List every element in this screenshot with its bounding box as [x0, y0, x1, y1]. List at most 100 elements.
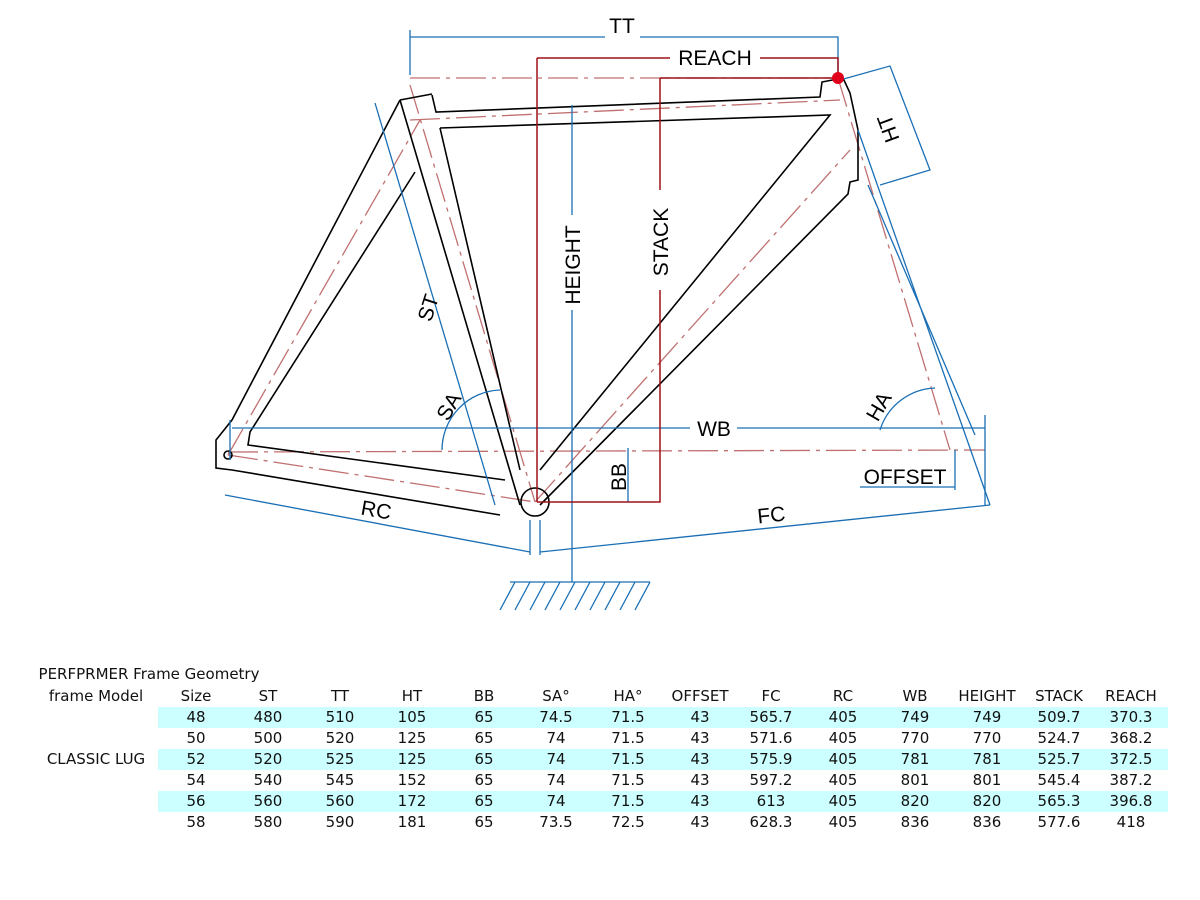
table-cell: 73.5 — [539, 813, 573, 831]
top-tube-centerline — [409, 99, 841, 121]
table-cell: 65 — [474, 792, 494, 810]
table-cell: 65 — [474, 771, 494, 789]
table-cell: 597.2 — [749, 771, 793, 789]
table-cell: 509.7 — [1037, 708, 1081, 726]
column-header: BB — [473, 687, 495, 705]
table-cell: 801 — [972, 771, 1002, 789]
column-header: TT — [330, 687, 350, 705]
table-cell: 56 — [186, 792, 206, 810]
table-cell: 48 — [186, 708, 206, 726]
table-cell: 74.5 — [539, 708, 573, 726]
wb-label: WB — [697, 418, 731, 441]
table-cell: 43 — [690, 708, 710, 726]
table-cell: 560 — [253, 792, 283, 810]
table-cell: 525.7 — [1037, 750, 1081, 768]
table-title: PERFPRMER Frame Geometry — [38, 665, 260, 683]
column-header: HA° — [613, 687, 643, 705]
model-name: CLASSIC LUG — [46, 750, 146, 768]
ht-label: HT — [873, 111, 904, 145]
table-cell: 781 — [900, 750, 930, 768]
table-cell: 749 — [972, 708, 1002, 726]
ha-arc — [879, 387, 936, 431]
fork-line — [857, 129, 991, 506]
stack-reach-lines — [536, 57, 839, 503]
table-cell: 801 — [900, 771, 930, 789]
table-cell: 770 — [900, 729, 930, 747]
table-cell: 749 — [900, 708, 930, 726]
table-cell: 405 — [828, 792, 858, 810]
table-cell: 105 — [397, 708, 427, 726]
table-cell: 125 — [397, 750, 427, 768]
table-cell: 405 — [828, 771, 858, 789]
table-cell: 43 — [690, 729, 710, 747]
table-cell: 580 — [253, 813, 283, 831]
column-header: FC — [761, 687, 781, 705]
table-cell: 565.3 — [1037, 792, 1081, 810]
table-cell: 545.4 — [1037, 771, 1081, 789]
table-cell: 172 — [397, 792, 427, 810]
table-cell: 525 — [325, 750, 355, 768]
table-cell: 71.5 — [611, 729, 645, 747]
table-cell: 181 — [397, 813, 427, 831]
column-header: HEIGHT — [958, 687, 1016, 705]
table-cell: 418 — [1116, 813, 1146, 831]
table-cell: 74 — [546, 729, 566, 747]
chainstay-centerline — [227, 454, 536, 503]
table-cell: 571.6 — [749, 729, 793, 747]
table-cell: 43 — [690, 771, 710, 789]
table-cell: 152 — [397, 771, 427, 789]
fc-label: FC — [756, 503, 786, 529]
frame-diagram: TT REACH HT STACK HEIGHT ST SA HA WB BB … — [215, 15, 991, 611]
table-cell: 370.3 — [1109, 708, 1153, 726]
table-cell: 65 — [474, 750, 494, 768]
table-cell: 836 — [972, 813, 1002, 831]
table-cell: 560 — [325, 792, 355, 810]
table-cell: 510 — [325, 708, 355, 726]
st-dimension — [374, 102, 496, 506]
column-header: HT — [401, 687, 423, 705]
table-cell: 405 — [828, 750, 858, 768]
column-header: REACH — [1105, 687, 1157, 705]
table-cell: 71.5 — [611, 771, 645, 789]
ha-label: HA — [862, 388, 897, 425]
table-cell: 820 — [972, 792, 1002, 810]
table-cell: 590 — [325, 813, 355, 831]
tt-label: TT — [609, 15, 635, 38]
table-cell: 71.5 — [611, 750, 645, 768]
table-cell: 74 — [546, 792, 566, 810]
table-cell: 520 — [325, 729, 355, 747]
column-header: RC — [832, 687, 854, 705]
table-cell: 781 — [972, 750, 1002, 768]
table-cell: 58 — [186, 813, 206, 831]
column-header: STACK — [1035, 687, 1083, 705]
table-cell: 500 — [253, 729, 283, 747]
table-cell: 613 — [756, 792, 786, 810]
table-cell: 405 — [828, 729, 858, 747]
table-cell: 545 — [325, 771, 355, 789]
rc-dimension — [224, 494, 531, 555]
table-cell: 65 — [474, 813, 494, 831]
table-cell: 820 — [900, 792, 930, 810]
height-label: HEIGHT — [562, 225, 585, 305]
table-cell: 54 — [186, 771, 206, 789]
table-cell: 575.9 — [749, 750, 793, 768]
table-cell: 628.3 — [749, 813, 793, 831]
offset-label: OFFSET — [864, 466, 947, 489]
head-tube-top-point — [832, 72, 844, 84]
seatstay-centerline — [227, 119, 421, 456]
column-header: SA° — [542, 687, 570, 705]
bb-label: BB — [608, 463, 631, 491]
rear-axle — [223, 450, 233, 460]
table-cell: 125 — [397, 729, 427, 747]
table-cell: 577.6 — [1037, 813, 1081, 831]
table-cell: 405 — [828, 708, 858, 726]
ht-dimension — [839, 65, 931, 186]
table-cell: 43 — [690, 813, 710, 831]
stack-dimension — [537, 77, 838, 503]
table-cell: 65 — [474, 708, 494, 726]
column-header: OFFSET — [671, 687, 729, 705]
stack-label: STACK — [650, 208, 673, 276]
seatstay-outline — [215, 99, 506, 516]
table-cell: 565.7 — [749, 708, 793, 726]
